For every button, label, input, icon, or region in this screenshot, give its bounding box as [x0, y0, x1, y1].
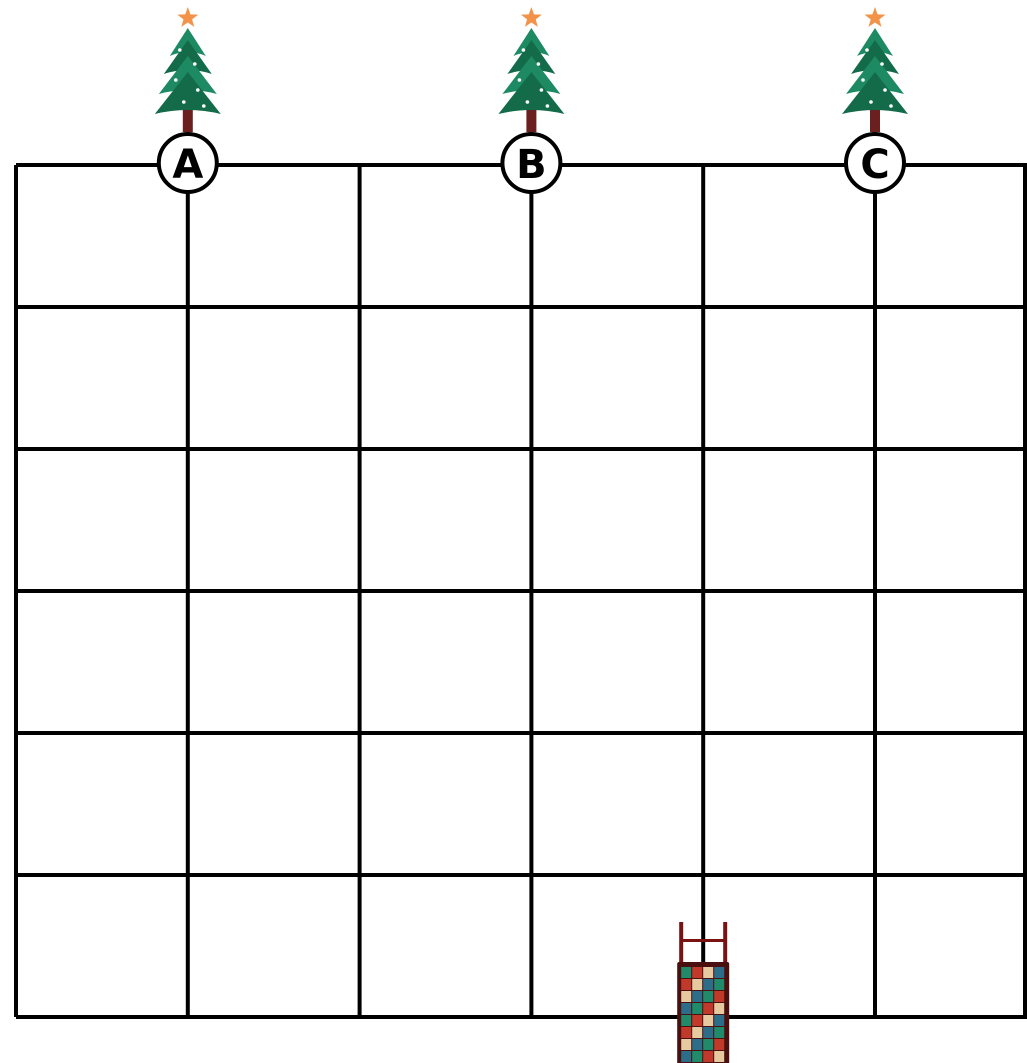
tree-ornament: [869, 100, 873, 104]
christmas-tree-icon: [498, 7, 564, 132]
gift-box: [681, 1003, 691, 1014]
gift-box: [681, 991, 691, 1002]
gift-box: [692, 1051, 702, 1062]
gift-box: [692, 1027, 702, 1038]
tree-trunk: [526, 110, 536, 132]
tree-ornament: [861, 78, 865, 82]
tree-ornament: [889, 104, 893, 108]
gift-box: [692, 991, 702, 1002]
tree-ornament: [540, 88, 544, 92]
tree-trunk: [183, 110, 193, 132]
node-label: B: [516, 142, 547, 188]
gift-box: [714, 1003, 724, 1014]
gift-box: [681, 1051, 691, 1062]
star-icon: [865, 7, 886, 27]
christmas-tree-icon: [842, 7, 908, 132]
tree-ornament: [193, 62, 197, 66]
gift-box: [692, 1015, 702, 1026]
trees: [155, 7, 908, 132]
gift-box: [714, 1027, 724, 1038]
gift-box: [681, 1039, 691, 1050]
christmas-tree-icon: [155, 7, 221, 132]
gift-box: [703, 967, 713, 978]
gift-box: [703, 1015, 713, 1026]
gift-box: [681, 1015, 691, 1026]
gift-box: [692, 1039, 702, 1050]
node-marker: A: [159, 134, 217, 192]
gift-box: [703, 979, 713, 990]
tree-ornament: [174, 78, 178, 82]
tree-ornament: [865, 48, 869, 52]
tree-ornament: [522, 48, 526, 52]
star-icon: [521, 7, 542, 27]
tree-ornament: [202, 104, 206, 108]
grid-lines: [16, 165, 1027, 1017]
gift-box: [714, 1015, 724, 1026]
tree-tier: [842, 72, 908, 114]
gift-box: [703, 1027, 713, 1038]
tree-trunk: [870, 110, 880, 132]
gift-box: [681, 979, 691, 990]
gift-box: [703, 1003, 713, 1014]
sled-crossbar: [681, 939, 725, 942]
gift-box: [714, 979, 724, 990]
tree-ornament: [196, 88, 200, 92]
gift-box: [703, 991, 713, 1002]
gift-box: [692, 1003, 702, 1014]
tree-ornament: [182, 100, 186, 104]
node-marker: B: [502, 134, 560, 192]
gift-box: [692, 979, 702, 990]
gift-box: [714, 967, 724, 978]
gift-box: [703, 1051, 713, 1062]
gift-box: [714, 991, 724, 1002]
node-marker: C: [846, 134, 904, 192]
node-label: C: [860, 142, 889, 188]
gift-box: [714, 1051, 724, 1062]
star-icon: [177, 7, 198, 27]
gift-box: [714, 1039, 724, 1050]
tree-tier: [498, 72, 564, 114]
tree-tier: [155, 72, 221, 114]
tree-ornament: [880, 62, 884, 66]
tree-ornament: [518, 78, 522, 82]
gift-box: [692, 967, 702, 978]
gift-box: [681, 1027, 691, 1038]
tree-ornament: [537, 62, 541, 66]
tree-ornament: [883, 88, 887, 92]
tree-ornament: [546, 104, 550, 108]
tree-ornament: [526, 100, 530, 104]
gift-box: [681, 967, 691, 978]
node-label: A: [172, 142, 203, 188]
gift-box: [703, 1039, 713, 1050]
tree-ornament: [178, 48, 182, 52]
